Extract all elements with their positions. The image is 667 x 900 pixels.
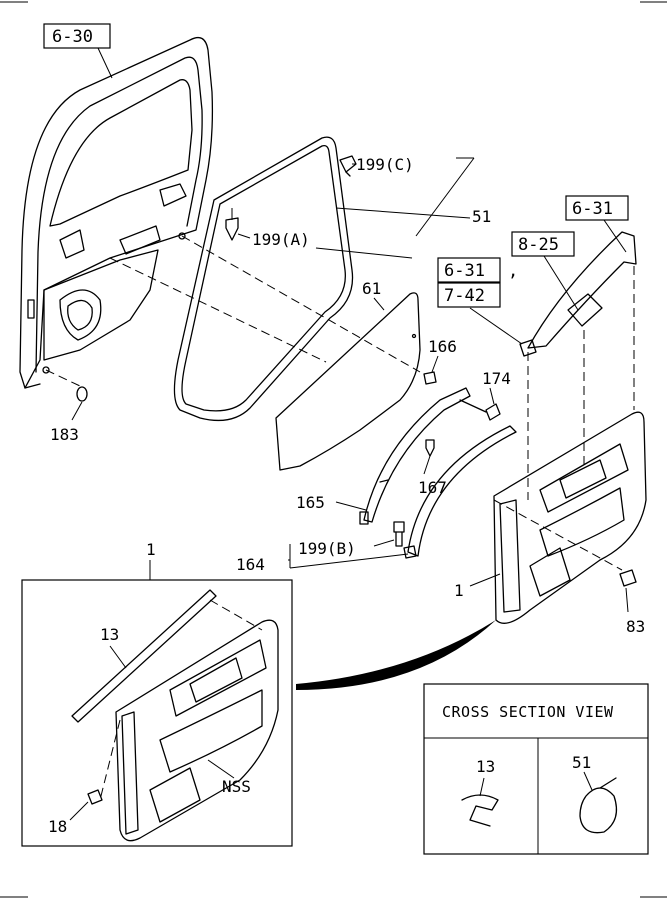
clip-199a [225,208,239,241]
ref-box-6-31-top: 6-31 [565,195,629,221]
ref-separator: , [508,261,518,281]
leader-lines [69,47,629,821]
section-13-shape [461,794,499,827]
cross-section-label-51: 51 [572,753,591,772]
label-165: 165 [296,493,325,512]
ref-box-6-31-mid: 6-31 [437,257,501,283]
door-glass-61 [275,292,421,471]
centerline-7 [493,499,623,571]
view-arrow [296,620,496,690]
label-nss: NSS [222,777,251,796]
label-199c: 199(C) [356,155,414,174]
label-61: 61 [362,279,381,298]
bolt-166 [423,371,437,385]
bolt-199b [393,521,405,547]
grommet-183 [76,386,88,402]
label-83: 83 [626,617,645,636]
label-164: 164 [236,555,265,574]
ref-box-7-42: 7-42 [437,282,501,308]
svg-text:6-30: 6-30 [52,27,93,47]
centerline-3 [45,369,81,387]
glass-run-channel-165 [359,387,471,525]
label-18: 18 [48,817,67,836]
svg-text:7-42: 7-42 [444,286,485,306]
label-199a: 199(A) [252,230,310,249]
door-trim-nss [115,619,279,842]
cross-section-label-13: 13 [476,757,495,776]
moulding-13 [71,589,217,723]
label-51: 51 [472,207,491,226]
ref-box-8-25: 8-25 [511,231,575,257]
svg-text:6-31: 6-31 [444,261,485,281]
section-51-shape [579,787,618,834]
door-trim-right [493,411,647,624]
label-174: 174 [482,369,511,388]
cross-section-panel [423,683,649,855]
label-1-top: 1 [146,540,156,559]
centerline-8 [209,599,263,631]
clip-167 [425,439,435,457]
label-13: 13 [100,625,119,644]
label-1-right: 1 [454,581,464,600]
label-183: 183 [50,425,79,444]
detail-box [21,579,293,847]
screw-174 [459,399,501,421]
clip-18 [87,789,103,805]
cross-section-title: CROSS SECTION VIEW [442,703,614,721]
label-166: 166 [428,337,457,356]
svg-text:8-25: 8-25 [518,235,559,255]
clip-83 [619,569,637,587]
label-167: 167 [418,478,447,497]
door-panel [19,36,214,389]
svg-text:6-31: 6-31 [572,199,613,219]
centerline-2 [109,257,327,363]
clip-199c [339,155,357,177]
ref-box-6-30: 6-30 [43,23,111,49]
label-199b: 199(B) [298,539,356,558]
centerline-1 [181,235,421,373]
arm-rest [519,231,637,357]
weatherstrip-51 [173,136,354,422]
